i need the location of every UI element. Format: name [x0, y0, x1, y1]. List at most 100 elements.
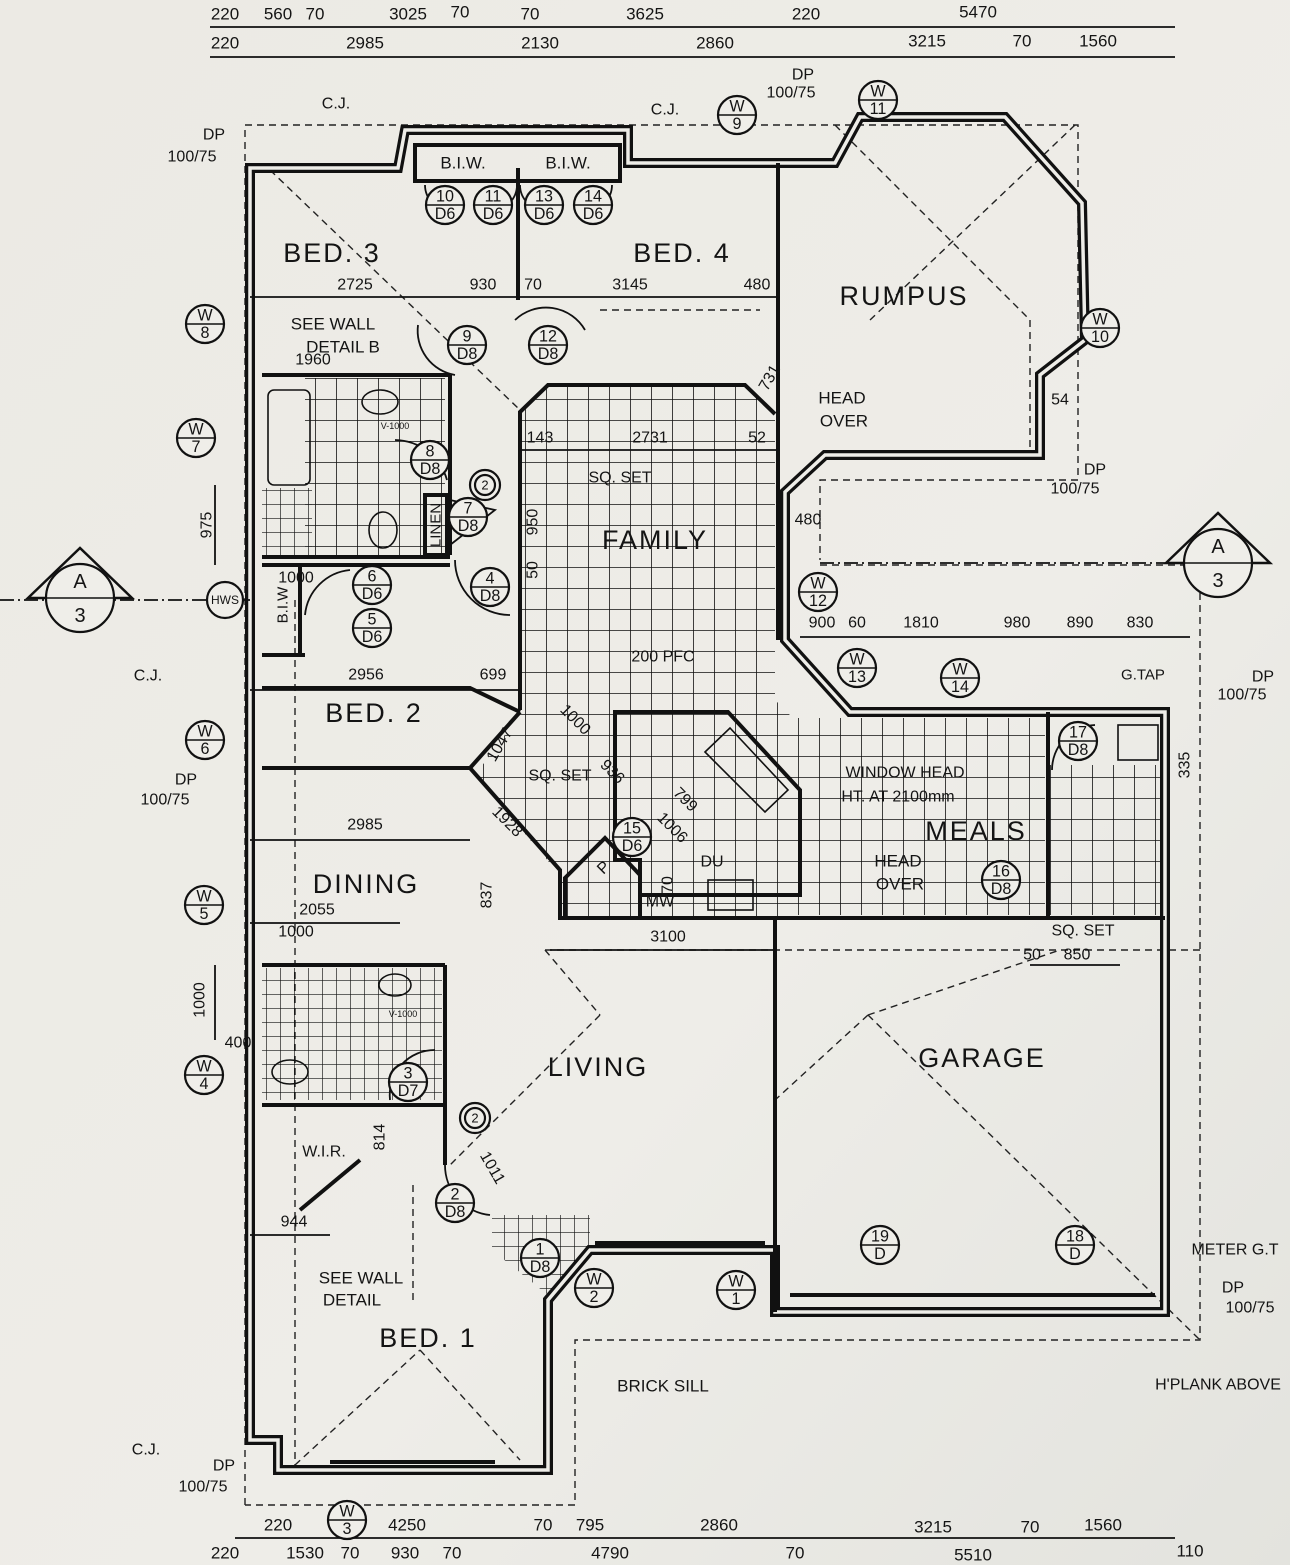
door-tag-number: 5 [368, 610, 377, 628]
door-tag-number: 4 [486, 569, 495, 587]
window-tag-type: 1 [732, 1290, 741, 1308]
dimension-text: 50 [1023, 947, 1041, 964]
dimension-text: 5510 [954, 1546, 992, 1565]
window-tag: W2 [573, 1267, 615, 1309]
window-tag-number: W [729, 97, 745, 115]
dimension-text: 60 [848, 615, 866, 632]
note-dp: DP [1252, 669, 1274, 686]
dimension-text: 1000 [192, 982, 209, 1018]
door-tag-type: D6 [435, 205, 456, 223]
dimension-text: 70 [341, 1544, 360, 1563]
door-tag-type: D6 [483, 205, 504, 223]
door-tag-number: 7 [464, 499, 473, 517]
dimension-text: 950 [525, 509, 542, 536]
room-label-dining: DINING [313, 869, 420, 899]
dimension-text: 890 [1067, 615, 1094, 632]
laundry-tiles [1050, 765, 1160, 915]
dimension-text: 3215 [908, 32, 946, 51]
room-label-bed3: BED. 3 [283, 238, 381, 268]
door-tag-number: 12 [539, 327, 557, 345]
door-tag: 4D8 [469, 566, 511, 608]
biw-label: B.I.W [275, 586, 292, 624]
section-marker: A3 [1162, 511, 1274, 599]
door-tag-type: D6 [583, 205, 604, 223]
note-dp-size: 100/75 [1218, 687, 1267, 704]
dimension-text: 5470 [959, 3, 997, 22]
dimension-text: 220 [211, 5, 239, 24]
dimension-text: 220 [792, 5, 820, 24]
dimension-text: 4250 [388, 1516, 426, 1535]
step-marker: 2 [458, 1101, 492, 1135]
door-tag-number: 17 [1069, 723, 1087, 741]
note-see-wall: SEE WALL [319, 1269, 403, 1288]
room-label-rumpus: RUMPUS [839, 281, 968, 311]
family-kitchen-tiles [475, 385, 790, 918]
window-tag-number: W [339, 1502, 355, 1520]
window-tag-type: 10 [1091, 328, 1109, 346]
window-tag-type: 9 [733, 115, 742, 133]
hws-marker: HWS [205, 580, 245, 620]
door-tag-type: D [1069, 1245, 1081, 1263]
note-brick-sill: BRICK SILL [617, 1377, 709, 1396]
dimension-text: 830 [1127, 615, 1154, 632]
note-pfc: 200 PFC [631, 649, 694, 666]
window-tag: W8 [184, 303, 226, 345]
dimension-text: 2956 [348, 667, 384, 684]
dimension-lines [0, 26, 1190, 1539]
biw-label: B.I.W. [440, 154, 485, 173]
window-tag: W1 [715, 1269, 757, 1311]
note-head-over: OVER [820, 412, 868, 431]
door-tag-number: 15 [623, 819, 641, 837]
note-dp: DP [792, 67, 814, 84]
note-head-over: HEAD [818, 389, 865, 408]
door-tag-type: D8 [1068, 741, 1089, 759]
window-tag: W9 [716, 94, 758, 136]
note-head-over: OVER [876, 875, 924, 894]
window-tag-type: 2 [590, 1288, 599, 1306]
note-hplank: H'PLANK ABOVE [1155, 1377, 1281, 1394]
dimension-text: 480 [795, 512, 822, 529]
window-tag-number: W [1092, 310, 1108, 328]
window-tag-type: 13 [848, 668, 866, 686]
note-sq-set: SQ. SET [588, 470, 651, 487]
door-tag-number: 11 [485, 187, 502, 205]
dimension-text: 1000 [278, 924, 314, 941]
window-tag: W4 [183, 1054, 225, 1096]
note-sq-set: SQ. SET [1051, 923, 1114, 940]
window-tag: W13 [836, 647, 878, 689]
window-tag: W12 [797, 571, 839, 613]
dimension-text: 3215 [914, 1518, 952, 1537]
window-tag-type: 14 [951, 678, 969, 696]
window-tag: W5 [183, 884, 225, 926]
note-dp: DP [1084, 462, 1106, 479]
window-tag: W10 [1079, 307, 1121, 349]
window-tag-number: W [197, 722, 213, 740]
note-dp: DP [213, 1458, 235, 1475]
dimension-text: 70 [524, 277, 542, 294]
door-tag: 18D [1054, 1224, 1096, 1266]
note-dp-size: 100/75 [179, 1479, 228, 1496]
du-label: DU [700, 854, 723, 871]
door-tag-number: 1 [536, 1240, 545, 1258]
door-tag-number: 16 [992, 862, 1010, 880]
note-dp-size: 100/75 [168, 149, 217, 166]
dimension-text: 70 [534, 1516, 553, 1535]
dimension-text: 2725 [337, 277, 373, 294]
note-dp: DP [1222, 1280, 1244, 1297]
door-tag-type: D8 [530, 1258, 551, 1276]
dimension-text: 3145 [612, 277, 648, 294]
dimension-text: 2130 [521, 34, 559, 53]
linen-label: LINEN [428, 503, 445, 547]
door-tag: 2D8 [434, 1182, 476, 1224]
dimension-text: 70 [660, 876, 677, 894]
door-tag: 5D6 [351, 607, 393, 649]
dimension-text: 850 [1064, 947, 1091, 964]
dimension-text: 70 [1021, 1518, 1040, 1537]
